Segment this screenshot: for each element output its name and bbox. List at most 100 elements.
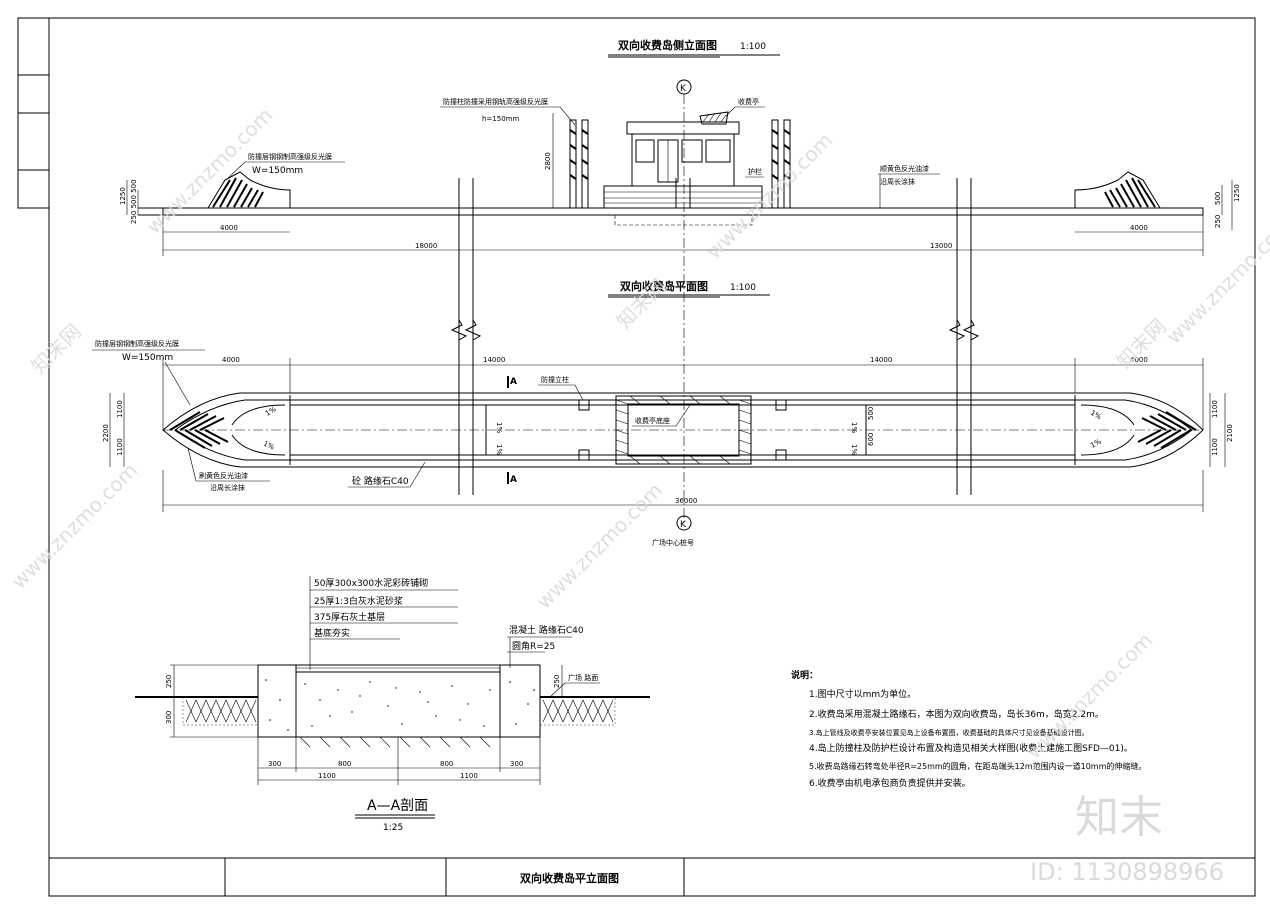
plan-dim-1100-d: 1100 [1211, 438, 1219, 456]
watermark-text-8: 知末网 [1112, 314, 1171, 373]
plan-dim-4000-right: 4000 [1130, 356, 1148, 364]
plan-slope-2: 1% [262, 440, 276, 452]
section-dim-800-b: 800 [440, 760, 453, 768]
section-ground-hatch [182, 696, 616, 726]
section-dim-300-b: 300 [510, 760, 523, 768]
notes-block: 说明： 1.图中尺寸以mm为单位。 2.收费岛采用混凝土路缘石，本图为双向收费岛… [791, 669, 1146, 789]
elevation-dim-250-500-500: 250 500 500 [130, 179, 138, 224]
section-scale: 1:25 [383, 823, 403, 833]
elevation-dim-13000: 13000 [930, 242, 952, 250]
note-item-1: 1.图中尺寸以mm为单位。 [809, 688, 916, 700]
section-dim-250-right: 250 [553, 675, 561, 688]
elevation-view: 防撞柱防撞采用钢轨高强级反光膜 h=150mm 收费亭 护栏 防撞层钢钢制高强级… [119, 97, 1241, 340]
watermark-text-3: www.znzmo.com [7, 458, 143, 594]
section-dim-300-left: 300 [165, 711, 173, 724]
section-dim-1100-a: 1100 [318, 772, 336, 780]
elevation-anti-collision-h: h=150mm [482, 115, 519, 123]
plan-booth-base [615, 395, 752, 465]
section-curb-radius: 圆角R=25 [512, 640, 555, 652]
section-dim-300-a: 300 [268, 760, 281, 768]
plan-center-label: 广场中心桩号 [652, 538, 694, 547]
plan-curb-label: 砼 路缘石C40 [352, 475, 409, 487]
elevation-right-note-1: 顺黄色反光油漆 [880, 164, 929, 173]
elevation-dim-18000: 18000 [415, 242, 437, 250]
axis-marker-top: K [676, 79, 692, 525]
plan-right-chevrons [1080, 404, 1197, 456]
plan-dim-14000-right: 14000 [870, 356, 892, 364]
notes-heading: 说明： [791, 669, 818, 681]
elevation-dim-1250-left: 1250 [119, 187, 127, 205]
section-layer-4: 基底夯实 [314, 627, 350, 639]
elevation-dim-4000-right: 4000 [1130, 224, 1148, 232]
axis-marker-bottom: K 广场中心桩号 [652, 515, 694, 547]
axis-label-bottom: K [680, 520, 687, 530]
elevation-right-note-2: 沿周长涂抹 [880, 177, 915, 186]
plan-posts [578, 399, 787, 461]
elevation-scale: 1:100 [740, 42, 766, 52]
elevation-dim-1250-right: 1250 [1233, 184, 1241, 202]
watermark-text-6: www.znzmo.com [702, 128, 838, 264]
plan-slope-5: 1% [850, 422, 858, 433]
plan-left-pad-label: 防撞层钢钢制高强级反光膜 [95, 339, 179, 348]
elevation-dim-500-right: 500 [1214, 192, 1222, 205]
section-curb-label: 混凝土 路缘石C40 [509, 624, 584, 636]
section-dim-250-left: 250 [165, 675, 173, 688]
plan-scale: 1:100 [730, 283, 756, 293]
section-layer-2: 25厚1:3白灰水泥砂浆 [314, 595, 403, 607]
section-layer-3: 375厚石灰土基层 [314, 611, 385, 623]
elevation-right-pad [1074, 171, 1161, 209]
note-item-6: 6.收费亭由机电承包商负责提供并安装。 [809, 777, 971, 789]
section-view: 50厚300x300水泥彩砖铺砌 25厚1:3白灰水泥砂浆 375厚石灰土基层 … [135, 576, 650, 833]
plan-post-label: 防撞立柱 [541, 375, 569, 384]
sheet-title: 双向收费岛平立面图 [520, 871, 619, 885]
plan-dim-1100-b: 1100 [116, 438, 124, 456]
plan-slope-7: 1% [1089, 409, 1103, 422]
plan-dim-500: 500 [867, 407, 875, 420]
plan-section-mark-b: A [510, 475, 517, 485]
elevation-railing [603, 178, 763, 209]
section-dim-800-a: 800 [338, 760, 351, 768]
plan-dim-1100-a: 1100 [116, 400, 124, 418]
plan-dim-2100: 2100 [1226, 424, 1234, 442]
plan-slope-8: 1% [1089, 437, 1103, 449]
plan-section-mark-a: A [510, 377, 517, 387]
elevation-dim-2800: 2800 [544, 152, 552, 170]
elevation-dim-250-right: 250 [1214, 215, 1222, 228]
note-item-5: 5.收费岛路缘石转弯处半径R=25mm的圆角，在距岛端头12m范围内设一道10m… [809, 761, 1146, 771]
elevation-dim-4000-left: 4000 [220, 224, 238, 232]
plan-dim-36000: 36000 [675, 497, 697, 505]
elevation-left-pad-label: 防撞层钢钢制高强级反光膜 [248, 152, 332, 161]
plan-slope-4: 1% [495, 444, 503, 455]
watermark-logo: 知末 [1075, 792, 1163, 843]
note-item-2: 2.收费岛采用混凝土路缘石，本图为双向收费岛，岛长36m，岛宽2.2m。 [809, 708, 1104, 720]
elevation-right-posts [771, 119, 791, 209]
elevation-title: 双向收费岛侧立面图 [618, 38, 717, 52]
plan-view: A A 1% 1% 1% 1% 1% 1% 1% 1% 防撞层钢钢制高强级反光膜… [92, 319, 1234, 512]
elevation-booth-label: 收费亭 [738, 97, 759, 106]
plan-title-block: 双向收费岛平面图 1:100 [608, 279, 770, 298]
plan-left-pad-w: W=150mm [122, 353, 173, 363]
watermark-text-4: www.znzmo.com [532, 478, 668, 614]
section-title: A—A剖面 [367, 798, 428, 814]
elevation-left-pad [207, 171, 291, 209]
plan-dim-2200: 2200 [102, 424, 110, 442]
plan-slope-1: 1% [264, 405, 278, 418]
watermark-id: ID: 1130898966 [1030, 858, 1224, 886]
watermark-text-9: www.znzmo.com [1162, 213, 1270, 349]
section-texture [265, 679, 535, 731]
elevation-guard-label: 护栏 [748, 167, 762, 176]
elevation-booth [626, 111, 740, 187]
plan-paint-label-2: 沿周长涂抹 [210, 483, 245, 492]
section-dim-1100-b: 1100 [460, 772, 478, 780]
elevation-left-posts [569, 119, 589, 209]
plan-left-chevrons [169, 404, 286, 456]
plan-slope-6: 1% [850, 444, 858, 455]
plan-title: 双向收费岛平面图 [620, 279, 708, 293]
watermark-text-2: 知末网 [27, 319, 86, 378]
plan-dim-1100-c: 1100 [1211, 400, 1219, 418]
elevation-left-pad-w: W=150mm [252, 166, 303, 176]
axis-label-top: K [680, 84, 687, 94]
plan-paint-label-1: 刷黄色反光油漆 [199, 471, 248, 480]
plan-slope-3: 1% [495, 422, 503, 433]
